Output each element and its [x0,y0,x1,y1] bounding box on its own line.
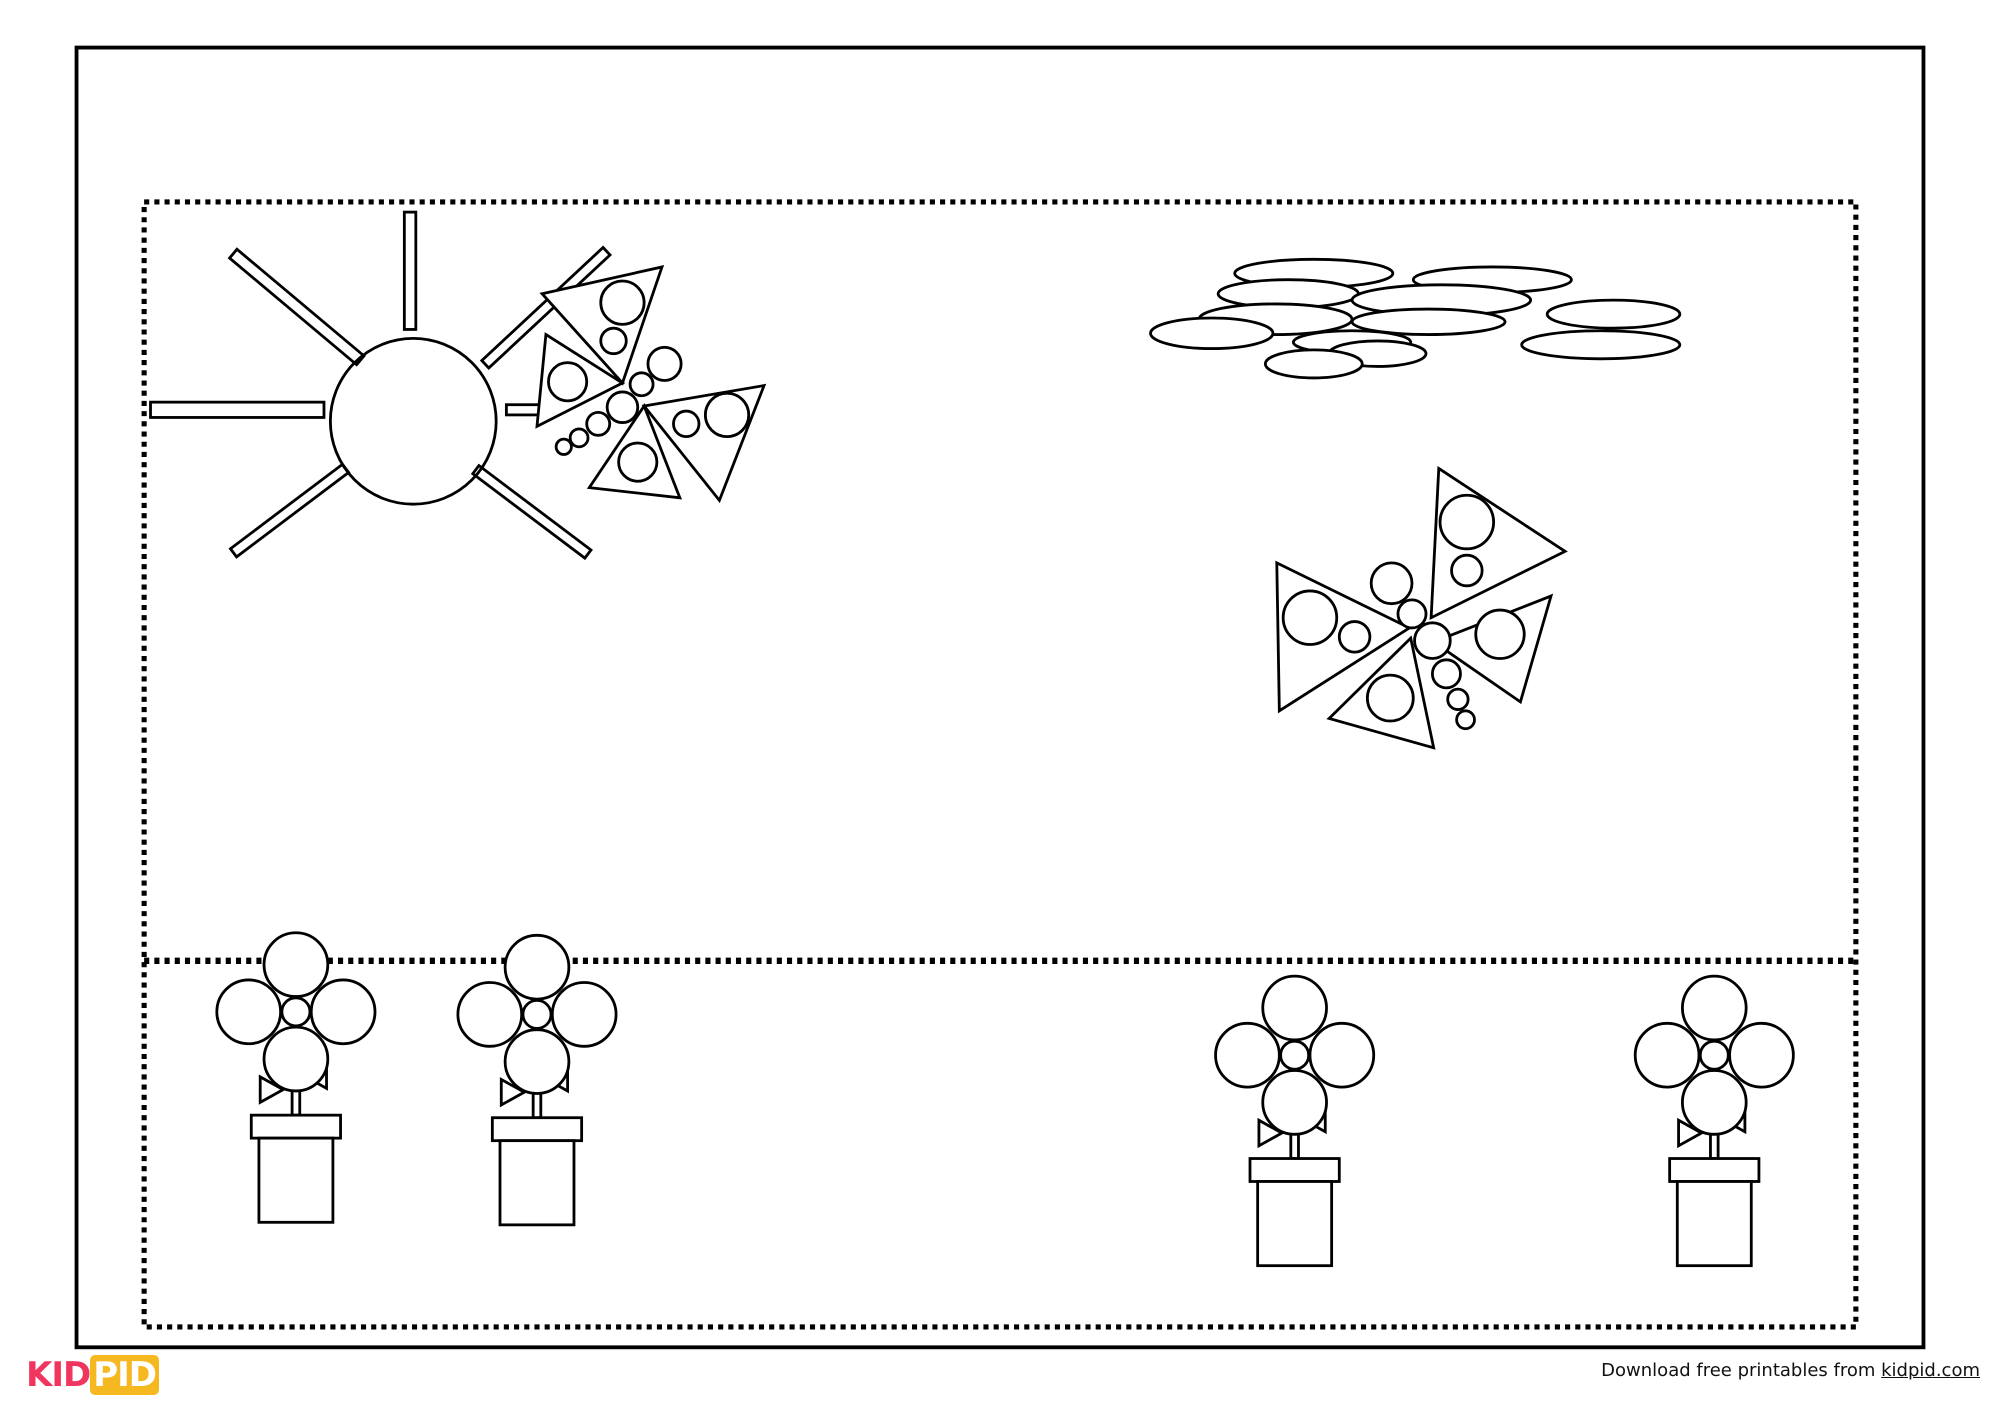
footer-credit: Download free printables from kidpid.com [1601,1360,1980,1381]
flower-pot-2 [456,933,618,1227]
footer-text: Download free printables from [1601,1360,1882,1381]
outer-border [74,45,1926,1350]
flower-pot-3 [1214,974,1376,1268]
butterfly-1 [535,265,767,504]
flower-pot-1 [215,931,377,1224]
flower-pot-4 [1633,974,1795,1268]
logo-part-1: KID [26,1355,91,1395]
cloud [1149,257,1682,380]
sun [149,210,613,561]
dotted-frame [141,199,1859,1330]
footer-link[interactable]: kidpid.com [1881,1360,1980,1381]
butterfly-2 [1275,465,1568,750]
kidpid-logo: KIDPID [26,1355,160,1395]
logo-part-2: PID [90,1355,160,1395]
